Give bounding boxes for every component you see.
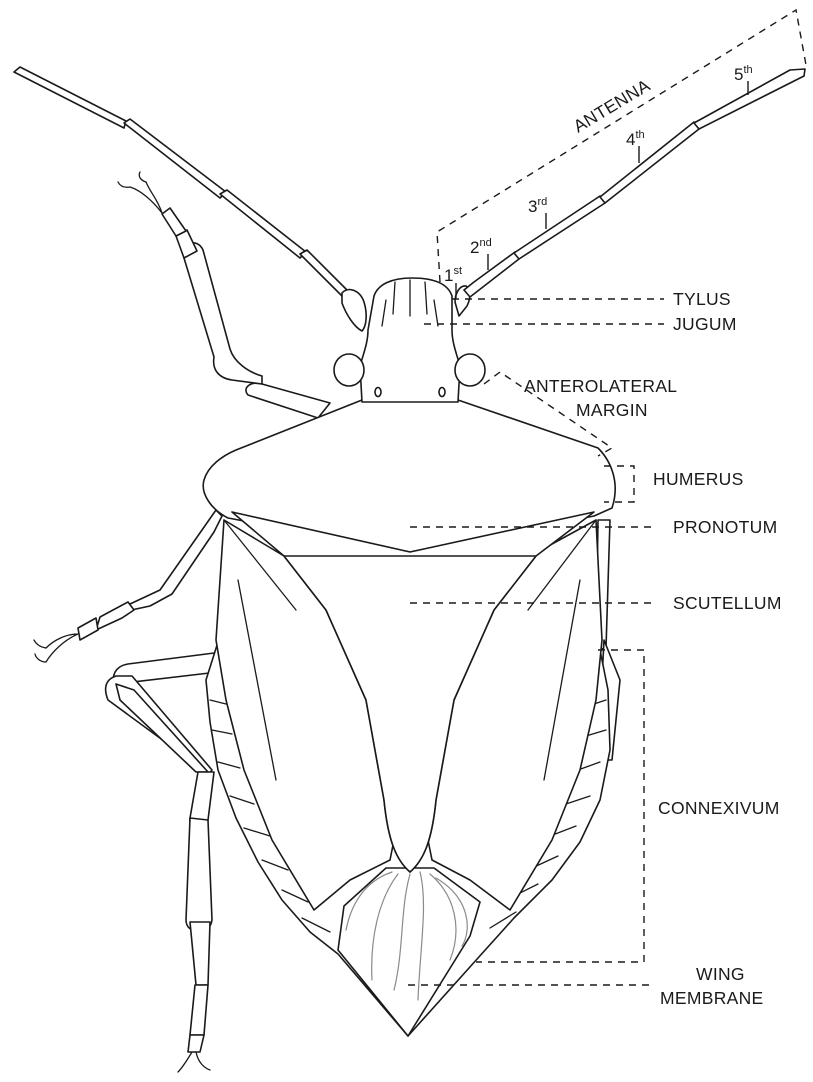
label-jugum: JUGUM xyxy=(673,314,737,334)
antenna-segment-4: 4th xyxy=(626,129,645,149)
label-margin: MARGIN xyxy=(576,400,648,420)
label-wing: WING xyxy=(696,964,745,984)
antenna-segment-5: 5th xyxy=(734,64,753,84)
left-front-leg xyxy=(118,172,330,418)
label-scutellum: SCUTELLUM xyxy=(673,593,782,613)
antenna-segment-3: 3rd xyxy=(528,196,547,216)
left-middle-leg xyxy=(34,510,222,662)
label-humerus: HUMERUS xyxy=(653,469,744,489)
label-connexivum: CONNEXIVUM xyxy=(658,798,780,818)
left-hind-leg xyxy=(106,652,222,1072)
left-antenna xyxy=(14,67,366,331)
label-pronotum: PRONOTUM xyxy=(673,517,777,537)
antenna-bracket xyxy=(437,10,806,282)
antenna-segment-1: 1st xyxy=(444,265,462,285)
label-membrane: MEMBRANE xyxy=(660,988,764,1008)
wing-membrane xyxy=(338,868,480,1036)
label-anterolateral: ANTEROLATERAL xyxy=(524,376,677,396)
label-tylus: TYLUS xyxy=(673,289,731,309)
